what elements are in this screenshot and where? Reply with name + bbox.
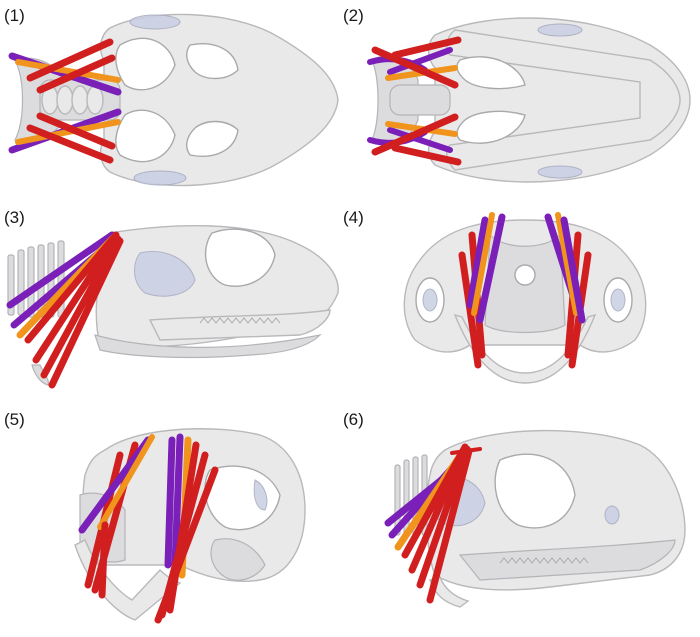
muscle-group-2	[367, 36, 462, 166]
muscle-purple	[466, 216, 489, 309]
muscle-purple	[164, 436, 176, 569]
muscle-red	[426, 447, 473, 604]
skull-view-4-posterior	[403, 212, 647, 384]
muscle-red	[416, 445, 471, 589]
muscle-purple	[171, 433, 184, 569]
muscle-red	[154, 466, 219, 624]
muscle-group-6	[384, 443, 482, 604]
skull-view-3-lateral	[6, 225, 339, 389]
muscle-red	[371, 46, 459, 89]
muscle-group-4	[458, 212, 592, 369]
muscle-orange	[97, 434, 155, 530]
muscle-orange	[555, 212, 579, 316]
muscle-purple	[387, 127, 453, 153]
muscle-red	[26, 38, 114, 82]
muscle-red	[98, 521, 109, 599]
panel-label-5: (5)	[4, 410, 25, 429]
muscle-red	[26, 124, 114, 164]
muscle-red	[450, 447, 482, 455]
skull-view-6-oblique-lateral	[384, 429, 686, 608]
muscle-red	[32, 233, 120, 364]
muscle-red	[40, 235, 122, 379]
muscle-red	[24, 231, 120, 344]
muscle-red	[458, 251, 482, 369]
skull-4	[403, 219, 647, 384]
skull-view-2-ventral	[367, 17, 691, 183]
muscle-group-3	[6, 231, 124, 389]
skull-3	[7, 225, 339, 386]
panel-label-4: (4)	[343, 208, 364, 227]
muscle-purple	[476, 213, 506, 324]
muscle-group-1	[8, 38, 122, 164]
skull-1	[14, 13, 339, 187]
panel-label-3: (3)	[4, 208, 25, 227]
muscle-purple	[78, 436, 152, 534]
muscle-purple	[560, 216, 586, 324]
muscle-red	[371, 113, 459, 156]
skull-2	[371, 17, 691, 183]
muscle-group-5	[78, 433, 219, 624]
muscle-orange	[471, 212, 495, 316]
panel-label-1: (1)	[4, 6, 25, 25]
skull-view-1-dorsal	[8, 13, 339, 187]
muscle-red	[391, 36, 462, 59]
muscle-orange	[15, 59, 121, 83]
muscle-red	[36, 54, 116, 94]
muscle-red	[391, 144, 462, 166]
panel-label-6: (6)	[343, 410, 364, 429]
muscle-red	[408, 443, 469, 574]
panel-label-2: (2)	[343, 6, 364, 25]
muscle-purple	[6, 231, 116, 309]
muscle-purple	[387, 47, 453, 75]
muscle-orange	[15, 119, 121, 145]
muscle-red	[48, 237, 124, 389]
skull-view-5-oblique	[74, 428, 306, 624]
muscle-red	[36, 112, 116, 150]
